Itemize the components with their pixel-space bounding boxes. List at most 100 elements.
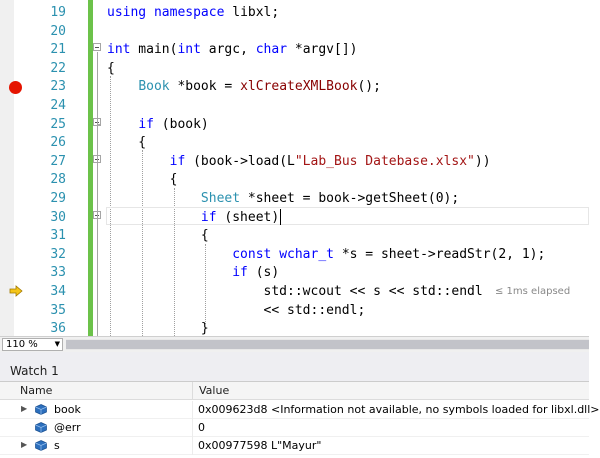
code-token: *book = — [169, 79, 241, 95]
code-token: *s = sheet->readStr(2, 1); — [334, 246, 546, 262]
code-token: argc, — [200, 42, 256, 58]
line-number: 20 — [50, 23, 66, 39]
code-token: (book) — [153, 116, 209, 132]
code-line[interactable]: const wchar_t *s = sheet->readStr(2, 1); — [107, 246, 545, 265]
code-token: { — [107, 135, 147, 151]
panel-splitter[interactable] — [0, 352, 589, 360]
line-number: 24 — [50, 98, 66, 113]
code-token: } — [107, 321, 209, 337]
code-token: (s) — [247, 265, 280, 281]
line-number: 25 — [50, 116, 66, 132]
line-number: 28 — [50, 172, 66, 188]
watch-window-title: Watch 1 — [10, 364, 59, 378]
code-line[interactable]: if (book) — [107, 116, 209, 135]
line-number: 29 — [50, 191, 66, 206]
code-token: *sheet = book->getSheet(0); — [240, 191, 460, 206]
horizontal-scrollbar-thumb[interactable] — [66, 340, 589, 349]
expand-triangle-icon[interactable]: ▶ — [21, 404, 28, 413]
code-line[interactable]: { — [107, 60, 115, 79]
breakpoint-icon[interactable] — [9, 81, 22, 94]
code-token: (book->load(L — [185, 153, 295, 169]
zoom-dropdown[interactable]: 110 % ▼ — [2, 338, 63, 351]
watch-value[interactable]: 0x009623d8 <Information not available, n… — [198, 403, 600, 416]
watch-value[interactable]: 0x00977598 L"Mayur" — [198, 439, 322, 452]
code-token: int — [107, 42, 131, 58]
editor-bottom-strip: 110 % ▼ — [0, 336, 589, 353]
watch-window: Watch 1 Name Value ▶ book 0x009623d8 <Info… — [0, 360, 600, 458]
code-line[interactable]: std::wcout << s << std::endl — [107, 283, 483, 302]
column-divider — [192, 419, 193, 437]
watch-name[interactable]: @err — [54, 421, 81, 434]
code-token: namespace — [153, 5, 225, 20]
current-line-highlight — [106, 207, 589, 225]
line-number: 22 — [50, 60, 66, 76]
code-token: { — [107, 172, 178, 188]
code-token: std::wcout << s << std::endl — [107, 284, 483, 299]
code-line[interactable]: << std::endl; — [107, 302, 366, 321]
code-token — [107, 247, 232, 262]
code-line[interactable]: if (s) — [107, 264, 279, 283]
line-number: 36 — [50, 321, 66, 337]
code-token — [107, 265, 232, 280]
code-token: )) — [474, 153, 491, 169]
code-token: if — [200, 209, 217, 225]
collapse-main-button[interactable] — [93, 43, 101, 51]
value-column-header[interactable]: Value — [199, 384, 230, 397]
indent-guide — [142, 150, 143, 336]
code-token — [107, 210, 201, 225]
variable-icon — [35, 422, 47, 433]
code-line[interactable]: using namespace libxl; — [107, 4, 279, 23]
watch-row[interactable]: ▶ s 0x00977598 L"Mayur" — [0, 437, 589, 455]
code-line[interactable]: if (book->load(L"Lab_Bus Datebase.xlsx")… — [107, 153, 491, 172]
perf-tip-elapsed[interactable]: ≤ 1ms elapsed — [495, 286, 571, 297]
code-line[interactable]: int main(int argc, char *argv[]) — [107, 41, 358, 60]
code-line[interactable]: } — [107, 320, 209, 339]
code-token: if — [232, 265, 248, 281]
outline-line — [97, 52, 98, 336]
code-token — [107, 191, 201, 206]
watch-name[interactable]: s — [54, 439, 60, 452]
code-token: libxl; — [224, 5, 280, 20]
chevron-down-icon: ▼ — [54, 340, 60, 348]
indent-guide — [205, 244, 206, 324]
code-line[interactable]: { — [107, 134, 146, 153]
code-line[interactable]: if (sheet) — [107, 209, 279, 228]
code-token: << std::endl; — [107, 302, 366, 318]
code-token: char — [255, 42, 288, 58]
code-line[interactable]: Book *book = xlCreateXMLBook(); — [107, 78, 381, 97]
code-token: Book — [138, 79, 170, 95]
line-number: 34 — [50, 284, 66, 299]
expand-triangle-icon[interactable]: ▶ — [21, 440, 28, 449]
watch-name[interactable]: book — [54, 403, 81, 416]
code-line[interactable]: { — [107, 227, 209, 246]
line-number: 32 — [50, 246, 66, 262]
line-number: 30 — [50, 209, 66, 225]
line-number: 33 — [50, 265, 66, 281]
code-token: using — [107, 5, 147, 20]
code-token: { — [107, 228, 209, 244]
watch-row[interactable]: @err 0 — [0, 419, 589, 437]
code-token — [146, 5, 154, 20]
next-statement-arrow-icon[interactable] — [9, 285, 23, 297]
code-token: *argv[]) — [287, 42, 358, 58]
code-line[interactable]: { — [107, 171, 178, 190]
indent-guide — [174, 188, 175, 336]
watch-row[interactable]: ▶ book 0x009623d8 <Information not availab… — [0, 401, 600, 419]
code-token: (sheet) — [216, 209, 280, 225]
name-column-header[interactable]: Name — [0, 382, 193, 399]
line-number: 31 — [50, 228, 66, 244]
code-line[interactable]: Sheet *sheet = book->getSheet(0); — [107, 190, 459, 209]
outline-tick — [97, 124, 101, 125]
line-number: 21 — [50, 42, 66, 58]
watch-window-title-bar[interactable]: Watch 1 — [0, 360, 589, 382]
variable-icon — [35, 404, 47, 415]
column-divider — [192, 437, 193, 455]
watch-value[interactable]: 0 — [198, 421, 205, 434]
line-number: 19 — [50, 5, 66, 20]
code-token: int — [177, 42, 201, 58]
line-number: 26 — [50, 135, 66, 151]
column-divider — [192, 401, 193, 419]
indent-guide — [110, 76, 111, 336]
